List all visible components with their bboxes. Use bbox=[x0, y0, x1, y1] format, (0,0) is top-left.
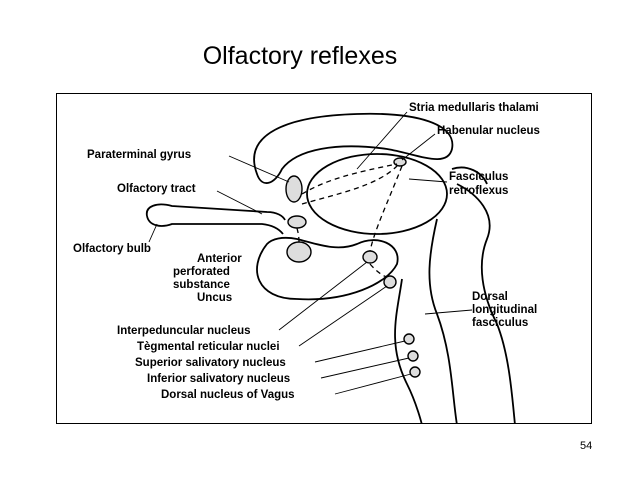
label-interpeduncular: Interpeduncular nucleus bbox=[117, 325, 251, 337]
label-olfactory-tract: Olfactory tract bbox=[117, 183, 196, 195]
brain-outlines bbox=[145, 112, 516, 423]
leader-superior bbox=[314, 340, 406, 363]
pathways bbox=[296, 163, 403, 278]
label-superior-salivatory: Superior salivatory nucleus bbox=[135, 357, 286, 369]
label-fasciculus-line2: retroflexus bbox=[449, 185, 508, 197]
olfactory-tract-nucleus bbox=[287, 215, 307, 229]
leader-vagus bbox=[334, 373, 412, 395]
nuclei bbox=[285, 157, 421, 378]
label-dorsal-vagus: Dorsal nucleus of Vagus bbox=[161, 389, 295, 401]
olfactory-tract-upper bbox=[145, 203, 286, 221]
leader-dorsal bbox=[424, 309, 473, 315]
label-stria-medullaris: Stria medullaris thalami bbox=[409, 102, 539, 114]
label-anterior-line1: Anterior bbox=[197, 253, 242, 265]
label-anterior-line3: substance bbox=[173, 279, 230, 291]
olfactory-reflex-diagram: Stria medullaris thalami Habenular nucle… bbox=[73, 102, 540, 423]
vagus-nucleus-shape bbox=[409, 366, 421, 378]
corpus-callosum-outline bbox=[253, 112, 454, 184]
label-dorsal-line3: fasciculus bbox=[472, 317, 528, 329]
label-inferior-salivatory: Inferior salivatory nucleus bbox=[147, 373, 290, 385]
path-stria bbox=[301, 163, 398, 195]
brainstem-back bbox=[456, 183, 516, 423]
superior-salivatory-shape bbox=[403, 333, 415, 345]
inferior-salivatory-shape bbox=[407, 350, 419, 362]
label-dorsal-line2: longitudinal bbox=[472, 304, 537, 316]
label-habenular-nucleus: Habenular nucleus bbox=[437, 125, 540, 137]
leader-tegmental bbox=[298, 285, 388, 347]
label-fasciculus-line1: Fasciculus bbox=[449, 171, 508, 183]
label-dorsal-line1: Dorsal bbox=[472, 291, 508, 303]
temporal-lobe-outline bbox=[256, 236, 399, 301]
leader-stria bbox=[356, 111, 408, 170]
label-tegmental: Tègmental reticular nuclei bbox=[137, 341, 280, 353]
label-anterior-line2: perforated bbox=[173, 266, 230, 278]
leader-paraterminal bbox=[228, 155, 290, 183]
interpeduncular-nucleus-shape bbox=[362, 250, 378, 264]
leader-inferior bbox=[320, 357, 410, 379]
leader-olfactory-tract bbox=[216, 190, 263, 215]
leader-habenular bbox=[401, 133, 436, 161]
habenular-nucleus-shape bbox=[393, 157, 407, 167]
label-olfactory-bulb: Olfactory bulb bbox=[73, 243, 151, 255]
label-uncus: Uncus bbox=[197, 292, 232, 304]
diagram-frame: Stria medullaris thalami Habenular nucle… bbox=[56, 93, 592, 424]
olfactory-tract-lower bbox=[146, 215, 284, 235]
paraterminal-nucleus bbox=[285, 175, 303, 203]
leader-fasciculus bbox=[408, 178, 448, 183]
leader-lines bbox=[148, 111, 473, 395]
diagram-labels: Stria medullaris thalami Habenular nucle… bbox=[73, 102, 540, 401]
leader-interpeduncular bbox=[278, 261, 368, 331]
label-paraterminal-gyrus: Paraterminal gyrus bbox=[87, 149, 191, 161]
brainstem-front bbox=[394, 278, 423, 423]
path-retroflexus bbox=[369, 165, 403, 252]
path-anterior bbox=[296, 227, 300, 243]
thalamus-outline bbox=[306, 153, 448, 235]
page-number: 54 bbox=[580, 440, 593, 452]
leader-olfactory-bulb bbox=[148, 223, 158, 243]
brainstem-mid bbox=[428, 218, 458, 423]
path-stria-2 bbox=[301, 165, 398, 205]
tegmental-nucleus-shape bbox=[383, 275, 397, 289]
slide-title: Olfactory reflexes bbox=[202, 42, 398, 70]
path-interpeduncular bbox=[369, 263, 388, 278]
pineal-outline bbox=[451, 166, 488, 185]
anterior-perforated-nucleus bbox=[286, 241, 312, 263]
